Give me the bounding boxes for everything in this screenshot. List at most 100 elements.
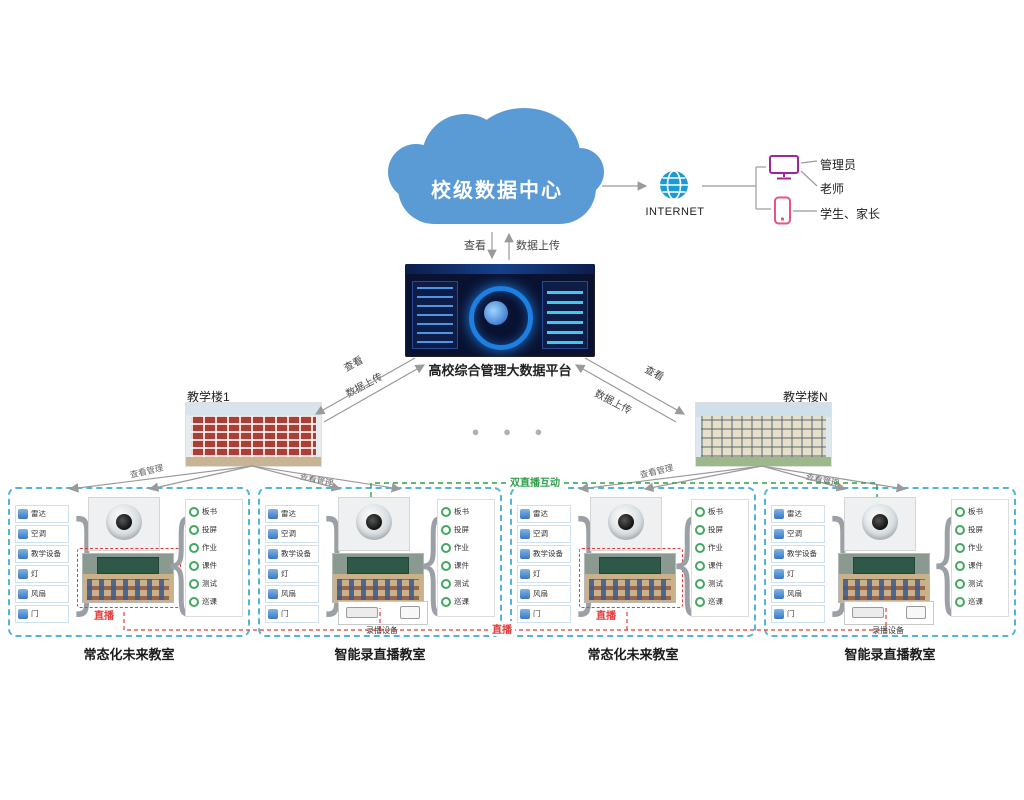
function-item: 作业 <box>441 540 491 555</box>
live-highlight-box <box>579 548 683 608</box>
device-item-label: 灯 <box>281 570 289 578</box>
function-icon <box>189 542 199 553</box>
function-icon <box>441 524 451 535</box>
function-item-label: 课件 <box>968 560 983 570</box>
building-facade <box>191 416 316 457</box>
function-item-label: 课件 <box>454 560 469 570</box>
user-label-teacher: 老师 <box>820 182 845 196</box>
device-item: 门 <box>771 605 825 623</box>
device-icon <box>520 609 530 619</box>
function-item-label: 投屏 <box>454 524 469 534</box>
students <box>842 579 926 600</box>
function-item: 作业 <box>695 540 745 555</box>
function-item: 测试 <box>955 576 1005 591</box>
recorder-label: 录播设备 <box>872 626 904 635</box>
device-icon <box>18 549 28 559</box>
function-icon <box>695 524 705 535</box>
user-label-admin: 管理员 <box>820 158 857 172</box>
function-item: 投屏 <box>441 522 491 537</box>
device-icon <box>18 509 28 519</box>
function-item: 板书 <box>955 504 1005 519</box>
function-icon <box>955 506 965 517</box>
function-item: 作业 <box>955 540 1005 555</box>
internet-label: INTERNET <box>645 206 705 218</box>
camera-lens-icon <box>116 514 132 530</box>
classroom-photo <box>584 553 676 603</box>
function-item-label: 作业 <box>202 542 217 552</box>
user-label-student-parent: 学生、家长 <box>820 207 881 221</box>
device-icon <box>18 529 28 539</box>
function-strip: 板书投屏作业课件测试巡课 <box>691 499 749 617</box>
function-item: 测试 <box>695 576 745 591</box>
device-item-label: 雷达 <box>281 510 296 518</box>
function-item-label: 作业 <box>708 542 723 552</box>
device-item: 雷达 <box>265 505 319 523</box>
recorder-label: 录播设备 <box>366 626 398 635</box>
monitor-icon <box>769 155 799 180</box>
device-icon <box>268 509 278 519</box>
function-icon <box>955 542 965 553</box>
device-item-label: 雷达 <box>533 510 548 518</box>
device-strip: 雷达空调教学设备灯风扇门 <box>265 505 319 625</box>
device-icon <box>520 549 530 559</box>
dashboard-left-charts <box>412 281 458 349</box>
upload-label: 数据上传 <box>592 388 633 417</box>
function-item: 板书 <box>441 504 491 519</box>
dome-camera-image <box>88 497 160 551</box>
phone-icon <box>774 196 791 225</box>
device-item-label: 教学设备 <box>533 550 563 558</box>
device-item: 灯 <box>265 565 319 583</box>
device-item: 雷达 <box>517 505 571 523</box>
device-item-label: 空调 <box>281 530 296 538</box>
device-icon <box>18 569 28 579</box>
device-item: 风扇 <box>771 585 825 603</box>
view-manage-label: 查看管理 <box>128 462 165 480</box>
function-item-label: 巡课 <box>968 596 983 606</box>
building-1-label: 教学楼1 <box>187 390 230 404</box>
classroom-photo <box>332 553 424 603</box>
device-item: 空调 <box>517 525 571 543</box>
cluster-label-future-2: 常态化未来教室 <box>587 647 679 662</box>
device-item-label: 空调 <box>31 530 46 538</box>
recorder-box <box>844 601 934 625</box>
function-icon <box>441 542 451 553</box>
view-label: 查看 <box>464 240 486 252</box>
device-icon <box>520 509 530 519</box>
cluster-label-recording-1: 智能录直播教室 <box>334 647 426 662</box>
function-icon <box>955 524 965 535</box>
device-item-label: 风扇 <box>31 590 46 598</box>
device-icon <box>774 529 784 539</box>
device-item-label: 灯 <box>31 570 39 578</box>
cloud-bump <box>556 148 604 196</box>
function-icon <box>695 542 705 553</box>
function-icon <box>189 560 199 571</box>
function-item-label: 课件 <box>708 560 723 570</box>
device-item-label: 雷达 <box>31 510 46 518</box>
function-item-label: 巡课 <box>708 596 723 606</box>
function-item-label: 板书 <box>708 506 723 516</box>
device-icon <box>774 609 784 619</box>
live-label: 直播 <box>489 621 515 636</box>
ellipsis-dots: ● ● ● <box>471 424 553 439</box>
dual-live-label: 双直播互动 <box>506 474 564 489</box>
recorder-box <box>338 601 428 625</box>
device-item-label: 教学设备 <box>281 550 311 558</box>
device-item-label: 空调 <box>787 530 802 538</box>
function-item: 课件 <box>695 558 745 573</box>
classroom-photo <box>838 553 930 603</box>
building-n-image <box>695 402 832 467</box>
function-icon <box>955 560 965 571</box>
device-icon <box>268 529 278 539</box>
device-icon <box>774 569 784 579</box>
platform-caption: 高校综合管理大数据平台 <box>428 363 572 378</box>
function-item: 板书 <box>695 504 745 519</box>
function-item: 巡课 <box>189 594 239 609</box>
view-label: 查看 <box>642 364 666 384</box>
device-item: 教学设备 <box>15 545 69 563</box>
function-item-label: 测试 <box>202 578 217 588</box>
function-item: 课件 <box>441 558 491 573</box>
